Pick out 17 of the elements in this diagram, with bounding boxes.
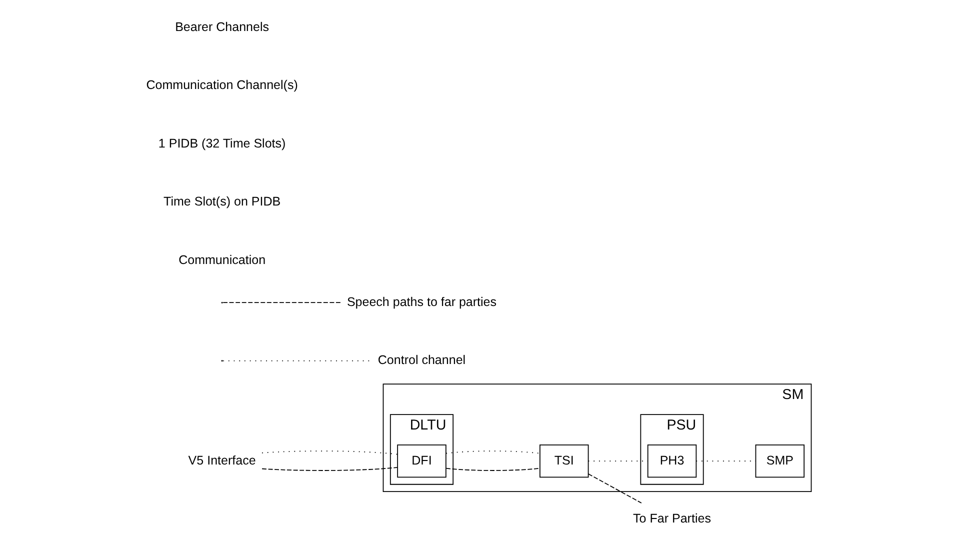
label: Time Slot(s) on PIDB xyxy=(163,194,280,209)
node-box: SMP xyxy=(754,444,804,478)
connector xyxy=(587,473,642,504)
label: Communication Channel(s) xyxy=(146,78,298,92)
node-text: To Far Parties xyxy=(632,512,710,526)
label: Communication xyxy=(178,252,266,267)
node-box: TSI xyxy=(539,444,588,478)
legend-label: Speech paths to far parties xyxy=(346,294,496,309)
node-box: DFI xyxy=(396,444,446,478)
label: Bearer Channels xyxy=(174,20,269,34)
node-text: V5 Interface xyxy=(188,453,256,468)
legend-label: Control channel xyxy=(377,353,466,368)
connector xyxy=(261,450,398,455)
label: 1 PIDB (32 Time Slots) xyxy=(158,136,286,150)
connector xyxy=(261,467,398,471)
connector xyxy=(445,468,540,471)
node-box: PH3 xyxy=(646,444,696,478)
